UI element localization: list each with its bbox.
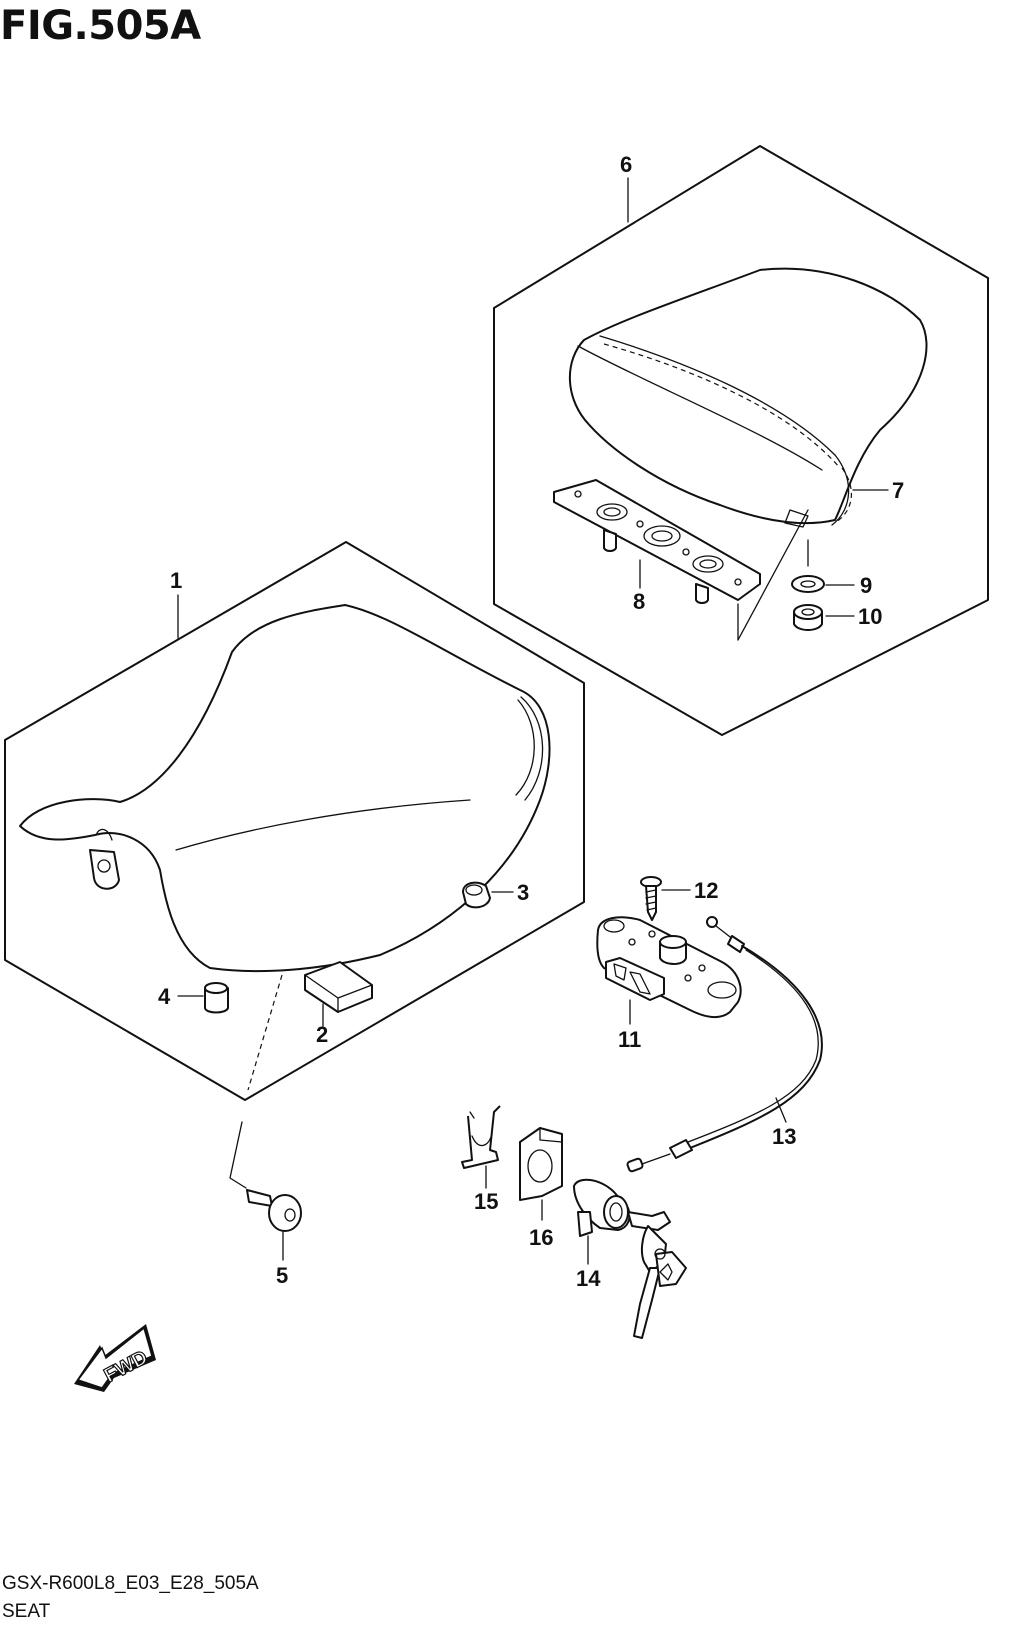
install-line-7 — [737, 509, 809, 641]
callout-12[interactable]: 12 — [694, 878, 718, 903]
part-14-seat-lock-cylinder[interactable] — [573, 1178, 687, 1339]
part-4-damper[interactable] — [204, 982, 229, 1014]
part-13-seat-lock-cable[interactable] — [626, 916, 823, 1173]
part-12-screw[interactable] — [640, 876, 662, 921]
figure-title: FIG.505A — [0, 3, 201, 49]
part-1-rider-seat[interactable] — [19, 604, 551, 973]
install-path-5 — [247, 974, 283, 1091]
part-16-lock-plate[interactable] — [519, 1127, 563, 1201]
callout-14[interactable]: 14 — [576, 1266, 601, 1291]
callout-8[interactable]: 8 — [633, 589, 645, 614]
callout-16[interactable]: 16 — [529, 1225, 553, 1250]
callout-7[interactable]: 7 — [892, 478, 904, 503]
callout-9[interactable]: 9 — [860, 573, 872, 598]
rider-seat-assembly-outline — [4, 541, 585, 1101]
callout-15[interactable]: 15 — [474, 1189, 498, 1214]
leader-5-path — [229, 1121, 247, 1189]
callout-13[interactable]: 13 — [772, 1124, 796, 1149]
callout-5[interactable]: 5 — [276, 1263, 288, 1288]
callout-11[interactable]: 11 — [618, 1027, 641, 1052]
part-11-seat-lock[interactable] — [596, 916, 742, 1018]
callout-2[interactable]: 2 — [316, 1022, 328, 1047]
part-2-pad[interactable] — [304, 961, 373, 1013]
part-10-nut[interactable] — [793, 604, 823, 631]
part-5-seat-bolt[interactable] — [246, 1189, 302, 1232]
callout-10[interactable]: 10 — [858, 604, 882, 629]
part-3-cushion[interactable] — [462, 881, 491, 909]
callout-1[interactable]: 1 — [170, 568, 182, 593]
pillion-seat-assembly-outline — [493, 145, 989, 736]
callout-3[interactable]: 3 — [517, 880, 529, 905]
callout-4[interactable]: 4 — [158, 984, 171, 1009]
fwd-arrow-icon: FWD — [74, 1324, 156, 1392]
callout-6[interactable]: 6 — [620, 152, 632, 177]
part-7-pillion-seat[interactable] — [568, 267, 928, 528]
model-code: GSX-R600L8_E03_E28_505A — [2, 1573, 259, 1594]
part-9-washer[interactable] — [791, 575, 825, 593]
leader-13 — [775, 1097, 787, 1123]
figure-caption: SEAT — [2, 1601, 51, 1622]
part-8-seat-bracket[interactable] — [553, 479, 761, 604]
part-15-clip[interactable] — [461, 1105, 501, 1169]
